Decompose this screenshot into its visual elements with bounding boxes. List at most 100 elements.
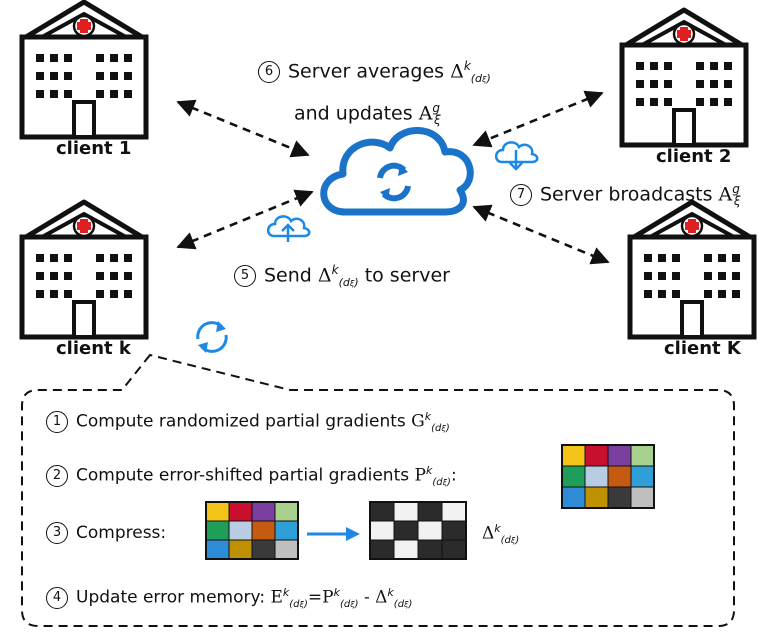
sub-xi: ξ <box>510 536 516 546</box>
matrix-cell <box>607 444 632 467</box>
sub-d-xi: (dξ) <box>501 535 520 546</box>
step5-post: to server <box>364 264 450 287</box>
matrix-border <box>369 501 467 560</box>
matrix-cell <box>369 539 395 560</box>
sub-d: (d <box>339 599 351 611</box>
matrix-cell <box>393 520 419 541</box>
matrix-cell <box>417 520 443 541</box>
sub-d: (d <box>470 72 483 86</box>
colon: : <box>450 465 457 486</box>
matrix-cell <box>417 501 443 522</box>
sync-icon <box>196 321 228 353</box>
P-symbol: P <box>414 465 426 486</box>
sub-close: ) <box>515 535 520 547</box>
matrix-cell <box>584 486 609 509</box>
step-number: 5 <box>234 264 256 287</box>
sup-g: g <box>732 182 740 196</box>
matrix-cell <box>441 539 467 560</box>
step-number: 1 <box>46 410 68 433</box>
cloud-sync-icon <box>320 127 474 216</box>
client-label-2: client 2 <box>656 146 732 167</box>
sub-close: ) <box>447 477 451 489</box>
delta-symbol: Δ <box>450 60 464 83</box>
compressed-mask-matrix <box>369 501 467 560</box>
matrix-cell <box>251 539 276 560</box>
matrix-cell <box>561 465 586 488</box>
sub-xi: ξ <box>482 75 487 85</box>
matrix-cell <box>630 486 655 509</box>
step-text: Compute randomized partial gradients <box>76 411 406 432</box>
matrix-cell <box>274 539 299 560</box>
matrix-cell <box>205 520 230 541</box>
matrix-cell <box>369 520 395 541</box>
matrix-border <box>561 444 655 509</box>
sub-d-xi: (dξ) <box>289 599 308 610</box>
cloud-upload-icon <box>266 215 311 242</box>
matrix-cell <box>584 444 609 467</box>
step-number: 4 <box>46 586 68 609</box>
matrix-cell <box>607 486 632 509</box>
step-text: Compress: <box>76 523 167 543</box>
matrix-cell <box>441 501 467 522</box>
sub-close: ) <box>303 599 308 611</box>
matrix-cell <box>369 501 395 522</box>
matrix-cell <box>251 520 276 541</box>
matrix-cell <box>205 539 230 560</box>
client-label-k: client k <box>56 338 131 359</box>
delta-symbol: - Δ <box>363 587 388 608</box>
hospital-icon <box>622 10 746 145</box>
sup-k: k <box>425 464 433 477</box>
sub-xi: ξ <box>404 600 409 610</box>
matrix-cell <box>417 539 443 560</box>
client-step-callout <box>21 353 735 627</box>
cloud-download-icon <box>494 141 539 171</box>
step-number: 7 <box>510 183 532 206</box>
matrix-cell <box>393 501 419 522</box>
sub-xi: ξ <box>350 600 355 610</box>
matrix-cell <box>561 444 586 467</box>
sub-d-xi: (dξ) <box>394 599 413 610</box>
sub-d-xi: (dξ) <box>471 72 491 85</box>
sub-d-xi: (dξ) <box>431 423 450 434</box>
step-text: Compute error-shifted partial gradients <box>76 465 410 486</box>
sup-k: k <box>282 586 290 599</box>
hospital-icon <box>22 2 146 137</box>
matrix-cell <box>630 444 655 467</box>
step-text: Update error memory: <box>76 587 266 608</box>
sub-xi: ξ <box>442 478 448 488</box>
matrix-border <box>205 501 299 560</box>
G-symbol: G <box>411 411 425 432</box>
step6-text: Server averages <box>288 60 445 83</box>
delta-symbol: Δ <box>482 523 495 544</box>
sub-close: ) <box>486 72 491 86</box>
sub-d: (d <box>431 423 442 435</box>
step5-pre: Send <box>264 264 312 287</box>
sub-close: ) <box>354 276 359 290</box>
matrix-cell <box>251 501 276 522</box>
client-label-K: client K <box>664 338 741 359</box>
hospital-icon <box>630 202 754 337</box>
step-number: 6 <box>258 60 280 83</box>
delta-symbol: Δ <box>317 264 332 287</box>
compress-arrow <box>307 527 360 541</box>
sub-d: (d <box>338 276 350 290</box>
P-symbol: =P <box>307 587 334 608</box>
matrix-cell <box>228 539 253 560</box>
sub-xi: ξ <box>434 113 441 128</box>
matrix-cell <box>228 520 253 541</box>
sub-xi: ξ <box>299 600 304 610</box>
matrix-cell <box>274 520 299 541</box>
matrix-cell <box>228 501 253 522</box>
compress-input-matrix <box>205 501 299 560</box>
step6-line2: and updates Agξ <box>294 102 441 126</box>
matrix-cell <box>441 520 467 541</box>
sub-close: ) <box>445 423 450 435</box>
sub-xi: ξ <box>349 279 355 289</box>
sup-k: k <box>494 522 501 535</box>
matrix-cell <box>205 501 230 522</box>
